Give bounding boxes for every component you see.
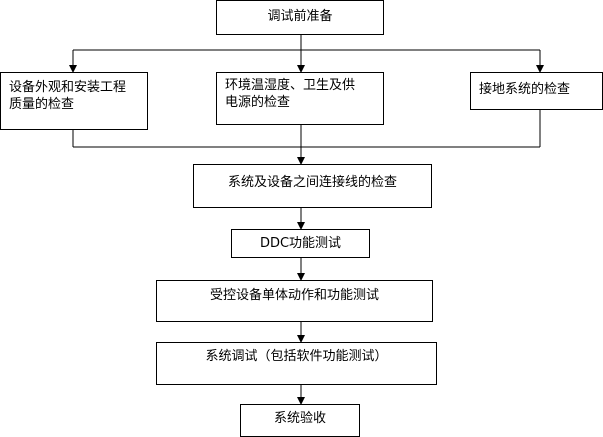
- node-ddc-label: DDC功能测试: [259, 236, 342, 251]
- node-controlled-label: 受控设备单体动作和功能测试: [209, 288, 379, 303]
- node-wiring-label: 系统及设备之间连接线的检查: [227, 175, 397, 190]
- node-acceptance-label: 系统验收: [273, 411, 326, 426]
- node-wiring-check: 系统及设备之间连接线的检查: [193, 164, 432, 208]
- node-grounding-check: 接地系统的检查: [470, 72, 603, 110]
- node-appearance-label-line2: 质量的检查: [9, 97, 75, 112]
- node-system-test-label: 系统调试（包括软件功能测试）: [205, 349, 388, 364]
- node-prep: 调试前准备: [216, 0, 384, 35]
- node-environment-label-line1: 环境温湿度、卫生及供: [225, 78, 356, 93]
- node-environment-check: 环境温湿度、卫生及供 电源的检查: [216, 72, 384, 125]
- node-controlled-equipment-test: 受控设备单体动作和功能测试: [156, 280, 433, 322]
- node-ddc-test: DDC功能测试: [231, 229, 370, 258]
- node-appearance-label-line1: 设备外观和安装工程: [9, 80, 127, 95]
- node-environment-label-line2: 电源的检查: [225, 95, 291, 110]
- node-grounding-label: 接地系统的检查: [479, 82, 571, 97]
- node-system-test: 系统调试（包括软件功能测试）: [156, 342, 437, 385]
- node-prep-label: 调试前准备: [267, 9, 333, 24]
- node-acceptance: 系统验收: [240, 404, 360, 437]
- node-appearance-check: 设备外观和安装工程 质量的检查: [0, 72, 148, 130]
